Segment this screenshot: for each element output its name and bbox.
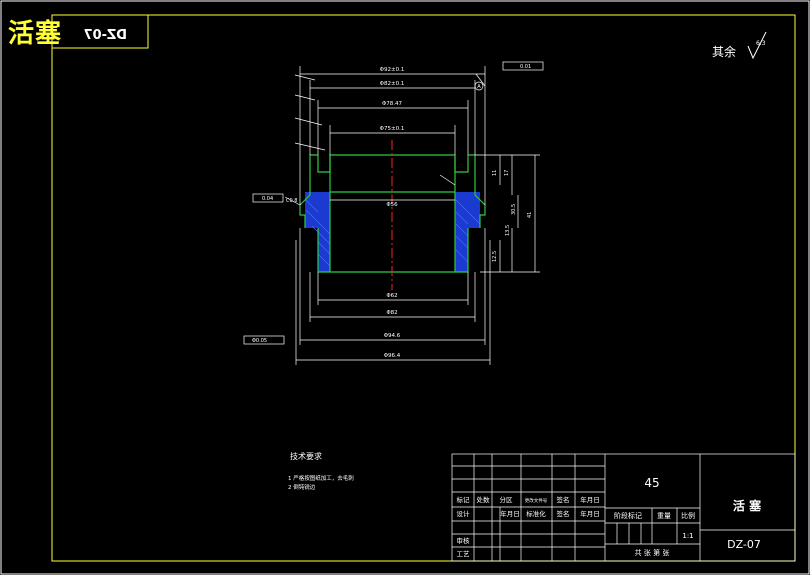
dim-right-5: 13.5 (505, 225, 511, 236)
surface-note-label: 其余 (712, 44, 736, 59)
dim-top-4: Φ75±0.1 (380, 126, 405, 132)
runout-value: Φ0.05 (252, 338, 267, 344)
design-col-3: 年月日 (500, 509, 520, 518)
runout-frame (243, 335, 285, 345)
design-col-4: 标准化 (526, 509, 546, 518)
left-wall-hatch (305, 192, 330, 272)
title-block: 45 活 塞 DZ-07 阶段标记 重量 比例 1:1 共 张 第 张 标记 处… (451, 453, 796, 562)
inner-border (51, 14, 796, 562)
dim-top-2: Φ82±0.1 (380, 81, 405, 87)
mirrored-code: DZ-07 (84, 28, 127, 43)
dim-right-1: 11 (492, 170, 498, 176)
dim-bottom-3: Φ94.6 (384, 333, 401, 339)
dim-right-6: 12.5 (492, 251, 498, 262)
surface-note-value: 6.3 (756, 40, 766, 47)
part-title-tag: 活塞 (8, 19, 63, 49)
title-block-part-name: 活 塞 (733, 498, 762, 513)
title-block-drawing-no: DZ-07 (727, 538, 761, 551)
process-label: 工艺 (457, 550, 471, 558)
tolerance-frame-top (502, 61, 544, 71)
mark-col-4: 更改文件号 (525, 497, 548, 504)
dim-right-3: 41 (527, 212, 533, 218)
dimension-lines (284, 66, 540, 365)
sheet-count: 共 张 第 张 (635, 548, 670, 557)
chamfer-label: C0.8 (286, 198, 297, 204)
dim-bottom-1: Φ62 (386, 293, 397, 299)
dim-right-2: 17 (504, 170, 510, 176)
tech-req-item-2: 2 倒钝锐边 (288, 483, 316, 491)
code-box (51, 14, 149, 49)
scale-value: 1:1 (682, 532, 693, 540)
flatness-frame (252, 193, 284, 203)
dim-bottom-4: Φ96.4 (384, 353, 401, 359)
dim-right-4: 30.5 (511, 204, 517, 215)
material-value: 45 (644, 476, 659, 490)
design-col-5: 签名 (557, 509, 570, 518)
scale-label: 比例 (681, 511, 695, 520)
weight-label: 重量 (657, 512, 671, 520)
mark-col-5: 签名 (557, 495, 570, 504)
datum-label: A (477, 84, 481, 90)
dim-bore: Φ56 (386, 202, 398, 208)
hatch-lines (305, 199, 481, 267)
part-outline (299, 154, 486, 273)
tech-req-heading: 技术要求 (290, 451, 322, 461)
tech-req-item-1: 1 严格按图纸加工，去毛刺 (288, 474, 354, 482)
mark-col-2: 处数 (477, 495, 491, 504)
dim-top-1: Φ92±0.1 (380, 67, 405, 73)
stage-label: 阶段标记 (614, 511, 642, 520)
design-col-1: 设计 (457, 509, 471, 518)
review-label: 审核 (457, 536, 471, 545)
flatness-value: 0.04 (262, 196, 273, 202)
dim-top-3: Φ78.47 (382, 101, 403, 107)
roughness-icon (747, 31, 767, 60)
mark-col-3: 分区 (500, 495, 514, 504)
dim-bottom-2: Φ82 (386, 310, 397, 316)
design-col-6: 年月日 (580, 509, 600, 518)
tolerance-frame-value: 0.01 (520, 64, 531, 70)
datum-circle (474, 81, 484, 91)
mark-col-6: 年月日 (580, 495, 600, 504)
piston-section (299, 140, 486, 290)
mark-col-1: 标记 (457, 495, 471, 504)
